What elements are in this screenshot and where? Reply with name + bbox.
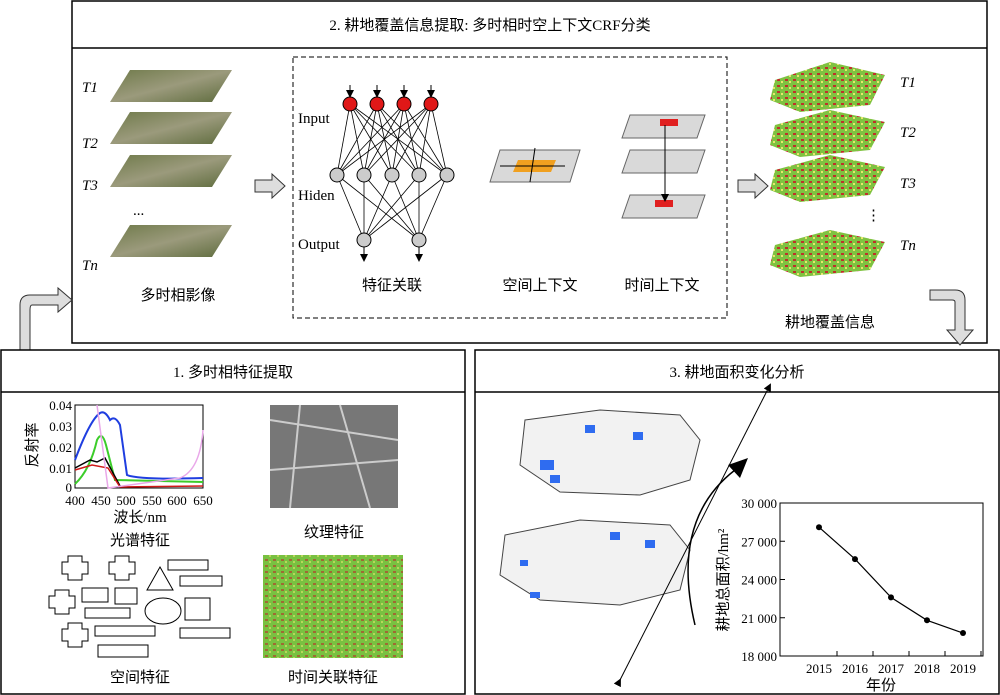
arrow-right-icon: [254, 172, 286, 200]
ytick: 0.01: [49, 461, 72, 476]
xtick: 650: [193, 493, 213, 508]
y-tick-label: 21 000: [741, 611, 777, 626]
label-ellipsis: ...: [133, 203, 144, 219]
spatial-context-grid: 空间上下文: [489, 147, 581, 294]
map-label-t2: T2: [900, 125, 916, 141]
xtick: 400: [65, 493, 85, 508]
ytick: 0.04: [49, 398, 72, 413]
spatial-context-caption: 空间上下文: [502, 277, 577, 294]
output-node: [356, 232, 372, 248]
map-label-t1: T1: [900, 75, 916, 91]
ytick: 0.02: [49, 440, 72, 455]
feature-extraction-panel: 1. 多时相特征提取 0.04 0.03 0.02 0.01 0 400 450…: [0, 349, 466, 695]
map-label-tn: Tn: [900, 238, 916, 254]
x-tick-label: 2017: [878, 661, 905, 676]
data-point: [852, 556, 858, 563]
neural-network: [329, 85, 455, 262]
input-node: [423, 96, 439, 112]
top-panel: 2. 耕地覆盖信息提取: 多时相时空上下文CRF分类 T1 T2 T3 ... …: [71, 0, 988, 344]
texture-image: [270, 405, 398, 508]
temporal-context-caption: 时间上下文: [624, 277, 699, 294]
x-tick-label: 2015: [806, 661, 832, 676]
arrow-right-icon: [737, 172, 769, 200]
cropland-info-caption: 耕地覆盖信息: [785, 313, 875, 331]
top-panel-title: 2. 耕地覆盖信息提取: 多时相时空上下文CRF分类: [329, 16, 650, 34]
ytick: 0.03: [49, 419, 72, 434]
double-arrow: [613, 383, 771, 688]
map-2015: [519, 409, 701, 496]
spectral-ylabel: 反射率: [24, 422, 41, 467]
area-panel-title: 3. 耕地面积变化分析: [669, 363, 804, 381]
input-node: [342, 96, 358, 112]
y-tick-label: 24 000: [741, 573, 777, 588]
chart-xlabel: 年份: [866, 677, 896, 694]
feature-association-caption: 特征关联: [362, 277, 422, 294]
y-tick-label: 27 000: [741, 534, 777, 549]
hidden-node: [356, 167, 372, 183]
texture-caption: 纹理特征: [304, 524, 364, 541]
xtick: 550: [142, 493, 162, 508]
area-line-chart: 耕地总面积/hm² 年份 30 000 27 000 24 000 21 000 18 …: [714, 496, 984, 694]
y-tick-label: 18 000: [741, 649, 777, 664]
label-t3: T3: [82, 178, 98, 194]
curved-arrow-icon: [929, 289, 975, 346]
arrow-head-icon: [728, 458, 748, 478]
map-label-ellipsis: ⋮: [866, 208, 881, 224]
map-label-t3: T3: [900, 176, 916, 192]
hidden-node: [439, 167, 455, 183]
curve-arrow: [687, 469, 736, 626]
area-change-panel: 3. 耕地面积变化分析 耕地总面积/hm² 年份 30 000 27 000 24 …: [474, 349, 1000, 695]
output-node: [411, 232, 427, 248]
multitemporal-images: T1 T2 T3 ... Tn 多时相影像: [82, 70, 232, 304]
hidden-node: [329, 167, 345, 183]
temporal-context-grid: 时间上下文: [621, 114, 706, 294]
net-hidden-label: Hiden: [298, 188, 335, 204]
xtick: 500: [116, 493, 136, 508]
data-point: [924, 617, 930, 624]
chart-ylabel: 耕地总面积/hm²: [714, 528, 732, 631]
x-tick-label: 2019: [950, 661, 976, 676]
spectral-chart: 0.04 0.03 0.02 0.01 0 400 450 500 550 60…: [24, 398, 213, 549]
spatial-caption: 空间特征: [110, 669, 170, 686]
map-2019: [499, 519, 691, 606]
label-t1: T1: [82, 80, 98, 96]
spatial-shapes: [48, 555, 231, 658]
data-point: [960, 630, 966, 637]
label-t2: T2: [82, 136, 98, 152]
x-tick-label: 2018: [914, 661, 940, 676]
y-tick-label: 30 000: [741, 496, 777, 511]
data-point: [888, 594, 894, 601]
input-node: [396, 96, 412, 112]
xtick: 600: [167, 493, 187, 508]
hidden-node: [411, 167, 427, 183]
curved-arrow-icon: [19, 286, 73, 351]
feature-panel-title: 1. 多时相特征提取: [173, 364, 293, 381]
multitemporal-caption: 多时相影像: [140, 287, 215, 304]
net-output-label: Output: [298, 237, 341, 253]
net-input-label: Input: [298, 111, 330, 127]
spectral-xlabel: 波长/nm: [113, 509, 167, 526]
texture-image-detail: [269, 404, 399, 509]
temporal-association-caption: 时间关联特征: [288, 669, 378, 686]
data-point: [816, 524, 822, 531]
input-node: [369, 96, 385, 112]
cropland-maps: T1 T2 T3 ⋮ Tn 耕地覆盖信息: [770, 62, 916, 331]
crf-dashed-box: [292, 56, 728, 319]
xtick: 450: [91, 493, 111, 508]
x-tick-label: 2016: [842, 661, 869, 676]
hidden-node: [384, 167, 400, 183]
ytick: 0: [66, 480, 73, 495]
spectral-caption: 光谱特征: [110, 532, 170, 549]
temporal-feature-texture: [263, 555, 403, 658]
label-tn: Tn: [82, 258, 98, 274]
